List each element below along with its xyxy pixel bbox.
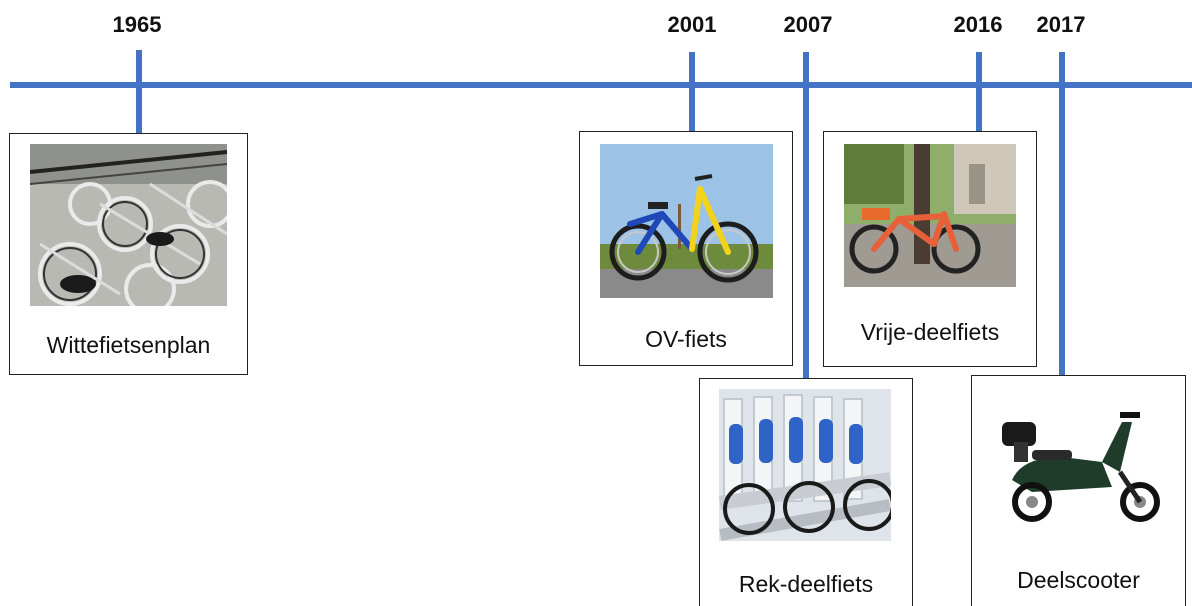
- timeline-axis: [10, 82, 1192, 88]
- event-label: Rek-deelfiets: [738, 571, 874, 597]
- ov-fiets-bicycle-photo: [600, 144, 773, 298]
- event-card-1965: Wittefietsenplan: [9, 133, 248, 375]
- event-label: Vrije-deelfiets: [860, 319, 1000, 345]
- electric-scooter-photo: [992, 402, 1168, 528]
- year-label: 2001: [667, 12, 717, 37]
- event-card-2001: OV-fiets: [579, 131, 793, 366]
- event-card-2017: Deelscooter: [971, 375, 1186, 606]
- event-card-2007: Rek-deelfiets: [699, 378, 913, 606]
- event-label: Wittefietsenplan: [46, 332, 211, 358]
- connector-2001: [689, 52, 695, 132]
- connector-1965: [136, 50, 142, 134]
- white-bicycles-photo: [30, 144, 227, 306]
- year-label: 2007: [783, 12, 833, 37]
- bike-rack-photo: [719, 389, 891, 541]
- orange-bicycle-photo: [844, 144, 1016, 287]
- connector-2017: [1059, 52, 1065, 377]
- connector-2016: [976, 52, 982, 132]
- year-label: 2016: [953, 12, 1003, 37]
- connector-2007: [803, 52, 809, 380]
- year-label: 2017: [1036, 12, 1086, 37]
- event-label: OV-fiets: [645, 326, 727, 352]
- event-card-2016: Vrije-deelfiets: [823, 131, 1037, 367]
- year-label: 1965: [112, 12, 162, 37]
- event-label: Deelscooter: [1017, 567, 1140, 593]
